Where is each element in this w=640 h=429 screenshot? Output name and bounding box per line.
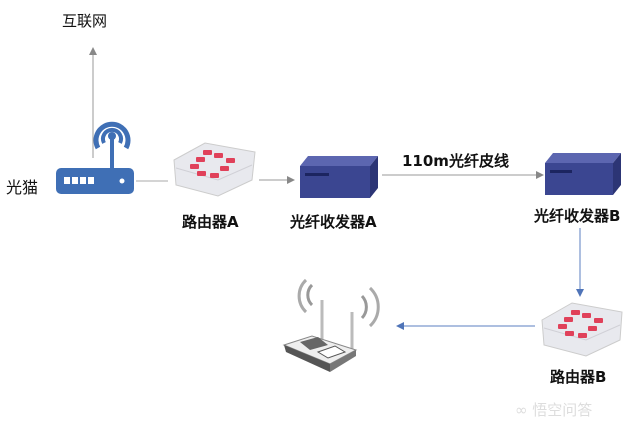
- watermark: ∞ 悟空问答: [515, 399, 592, 420]
- transceiver-a-icon: [300, 156, 378, 198]
- modem-label: 光猫: [6, 178, 39, 197]
- router-b-icon: [541, 302, 623, 357]
- wifi-router-icon: [282, 278, 380, 372]
- internet-label: 互联网: [62, 12, 108, 30]
- transceiver-a-label: 光纤收发器A: [290, 213, 377, 231]
- router-a-label: 路由器A: [182, 213, 239, 231]
- router-a-icon: [173, 142, 256, 197]
- router-b-label: 路由器B: [550, 368, 607, 386]
- modem-icon: [56, 121, 134, 194]
- watermark-text: 悟空问答: [532, 401, 593, 419]
- chat-bubble-icon: ∞: [515, 401, 533, 419]
- transceiver-b-icon: [545, 153, 621, 195]
- cable-label: 110m光纤皮线: [402, 152, 509, 170]
- transceiver-b-label: 光纤收发器B: [534, 207, 621, 225]
